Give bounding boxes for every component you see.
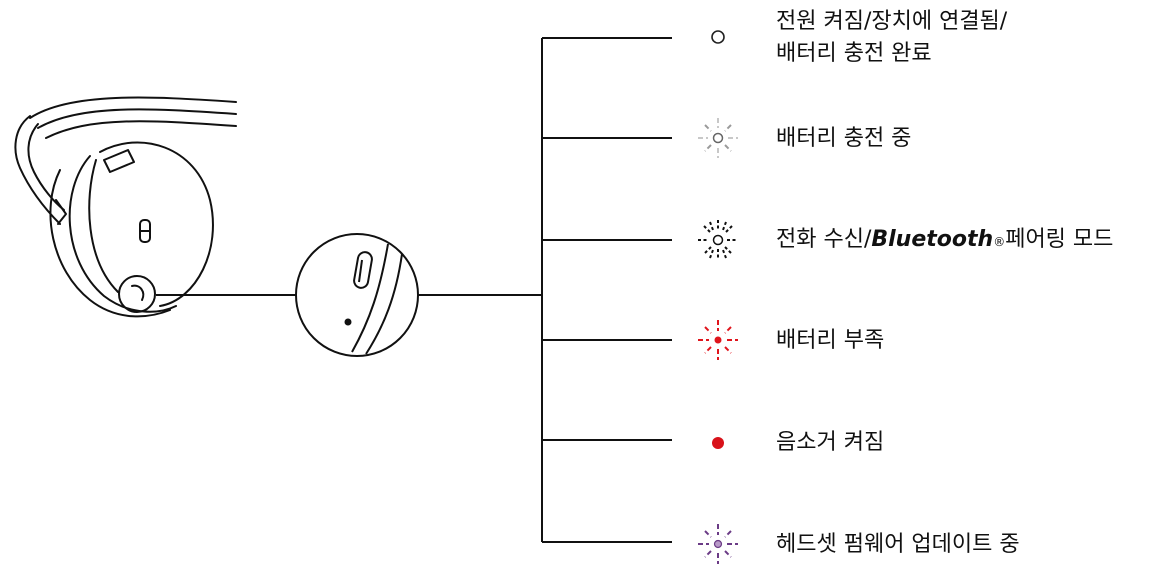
status-label-on-line1: 전원 켜짐/장치에 연결됨/ (776, 9, 1008, 34)
headset-illustration (14, 96, 237, 318)
registered-mark: ® (993, 235, 1006, 249)
zoom-callout (295, 233, 419, 357)
bluetooth-brand: Bluetooth (871, 227, 994, 252)
status-label-charging: 배터리 충전 중 (776, 126, 912, 151)
purple-flash-icon (698, 524, 738, 564)
pairing-prefix: 전화 수신/ (776, 227, 872, 252)
white-slow-flash-icon (698, 118, 738, 158)
status-label-firmware: 헤드셋 펌웨어 업데이트 중 (776, 532, 1020, 557)
white-fast-flash-icon (698, 220, 738, 260)
red-dot-icon (712, 437, 724, 449)
led-indicator-dot (344, 318, 352, 326)
status-label-on-line2: 배터리 충전 완료 (776, 41, 932, 66)
white-ring-icon (711, 30, 725, 44)
status-label-mute: 음소거 켜짐 (776, 430, 885, 455)
status-label-low-battery: 배터리 부족 (776, 328, 885, 353)
status-label-on: 전원 켜짐/장치에 연결됨/ 배터리 충전 완료 (776, 6, 1007, 70)
status-label-pairing: 전화 수신/Bluetooth®페어링 모드 (776, 225, 1113, 255)
pairing-suffix: 페어링 모드 (1005, 227, 1114, 252)
status-bracket (541, 37, 672, 543)
red-flash-icon (698, 320, 738, 360)
